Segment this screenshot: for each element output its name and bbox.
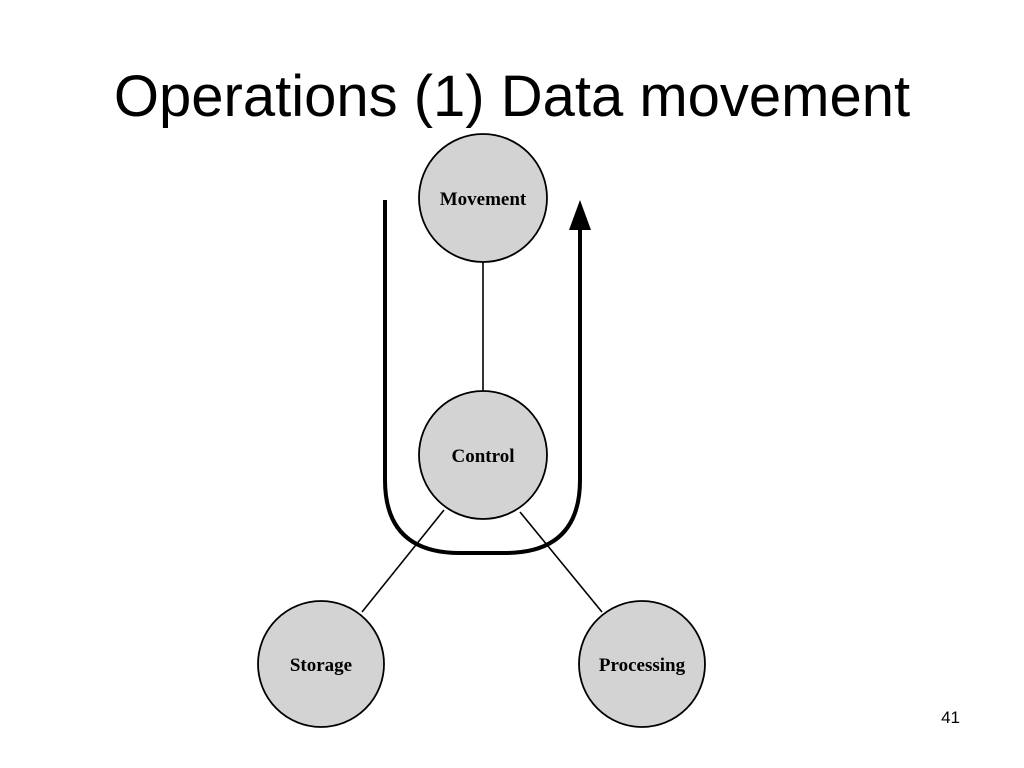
page-number: 41 xyxy=(941,708,960,727)
control-label: Control xyxy=(452,446,515,467)
slide-title: Operations (1) Data movement xyxy=(113,64,911,129)
data-flow-path xyxy=(383,200,582,555)
control-processing-connector xyxy=(519,511,603,613)
storage-label: Storage xyxy=(290,655,352,676)
processing-label: Processing xyxy=(599,655,686,676)
processing-node: Processing xyxy=(578,600,706,728)
movement-node: Movement xyxy=(418,133,548,263)
control-node: Control xyxy=(418,390,548,520)
movement-label: Movement xyxy=(440,189,527,210)
storage-node: Storage xyxy=(257,600,385,728)
control-storage-connector xyxy=(361,509,445,613)
data-flow-arrowhead xyxy=(569,200,591,230)
